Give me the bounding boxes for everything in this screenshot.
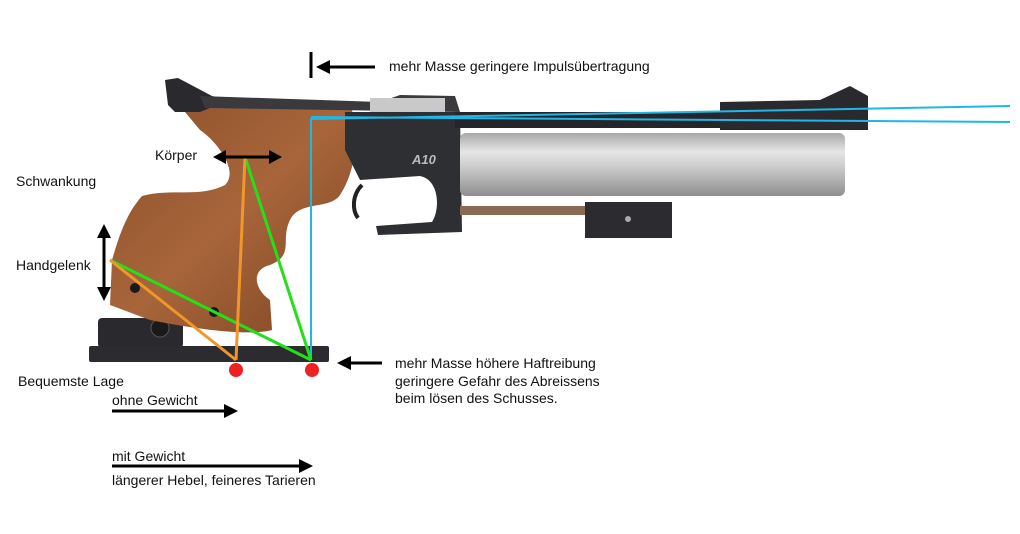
handgelenk-arrow-head-up bbox=[97, 224, 111, 238]
handgelenk-arrow-head-down bbox=[97, 287, 111, 301]
label-handgelenk: Handgelenk bbox=[16, 257, 91, 273]
grip-wood bbox=[110, 100, 356, 333]
right-note-line-1: mehr Masse höhere Haftreibung bbox=[395, 355, 596, 371]
weight-rod bbox=[460, 206, 588, 215]
koerper-arrow-head-left bbox=[213, 150, 226, 164]
orange-line bbox=[109, 258, 237, 362]
top-arrow-head bbox=[316, 60, 330, 74]
label-schwankung: Schwankung bbox=[16, 173, 97, 189]
right-note-line-2: geringere Gefahr des Abreissens bbox=[395, 373, 600, 389]
right-note-line-3: beim lösen des Schusses. bbox=[395, 390, 558, 406]
label-ohne-gewicht: ohne Gewicht bbox=[112, 392, 198, 408]
silver-insert bbox=[370, 98, 445, 116]
balance-point-without-weight bbox=[229, 363, 243, 377]
label-koerper: Körper bbox=[155, 147, 198, 163]
top-note: mehr Masse geringere Impulsübertragung bbox=[389, 58, 650, 74]
label-mit-gewicht: mit Gewicht bbox=[112, 448, 186, 464]
base-plate bbox=[89, 346, 329, 362]
air-cylinder bbox=[460, 133, 845, 196]
logo-a10: A10 bbox=[411, 152, 437, 167]
grip-screw bbox=[130, 283, 140, 293]
green-line bbox=[243, 156, 313, 361]
weight-screw bbox=[625, 216, 631, 222]
front-sight bbox=[720, 86, 868, 130]
mit-gewicht-arrow-head bbox=[299, 459, 313, 473]
sight-line-lower bbox=[310, 116, 1011, 123]
trigger bbox=[351, 183, 364, 220]
ohne-gewicht-arrow-head bbox=[224, 404, 238, 418]
label-hebel-note: längerer Hebel, feineres Tarieren bbox=[112, 472, 316, 488]
orange-line bbox=[234, 156, 247, 361]
balance-point-with-weight bbox=[305, 363, 319, 377]
label-bequemste-lage: Bequemste Lage bbox=[18, 373, 124, 389]
green-line bbox=[109, 258, 312, 362]
koerper-arrow-head-right bbox=[269, 150, 282, 164]
right-note-arrow-head bbox=[337, 356, 351, 370]
trigger-frame bbox=[345, 112, 462, 235]
